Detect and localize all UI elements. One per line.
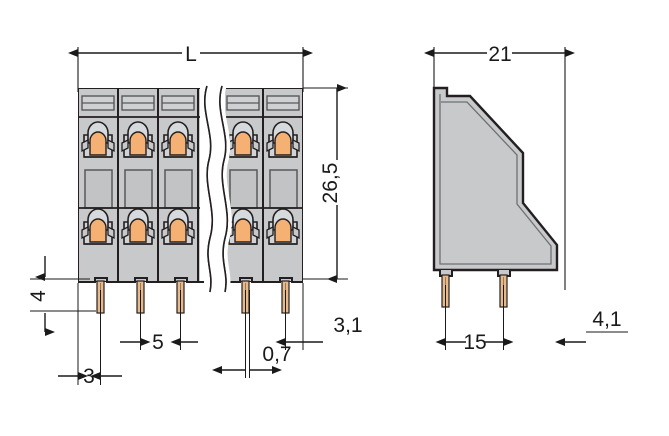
pole-separators-right [262, 88, 303, 282]
dimension-edge-to-pin: 3 [58, 365, 122, 388]
front-view: L [27, 43, 363, 388]
top-slot [81, 95, 115, 111]
clamp-unit [81, 208, 115, 245]
top-slot [226, 95, 260, 111]
pole-separators-left [117, 88, 199, 282]
dimension-pitch: 5 [120, 331, 198, 354]
clamp-unit-upper-row-left [81, 121, 195, 158]
dimension-pin-span: 15 [435, 331, 514, 354]
dimension-label-depth: 21 [488, 43, 511, 66]
clamp-unit [266, 121, 300, 158]
top-slot-row-left [81, 95, 195, 111]
clamp-unit-lower-row-left [81, 208, 195, 245]
clamp-unit [121, 121, 155, 158]
dimension-depth: 21 [424, 43, 575, 66]
front-bottom-extension-lines [77, 283, 304, 385]
dimension-rear-offset: 4,1 [555, 308, 628, 346]
front-left-pole-group [78, 88, 200, 282]
clamp-unit-lower-row-right [226, 208, 300, 245]
dimension-label-pin-to-edge: 3,1 [333, 314, 362, 337]
break-line [200, 84, 232, 293]
dimension-label-pin-thickness: 0,7 [262, 343, 291, 366]
middle-cavity-row-right [229, 169, 298, 209]
clamp-unit [161, 121, 195, 158]
clamp-unit [121, 208, 155, 245]
housing-bottom-edge [78, 277, 303, 283]
top-slot [121, 95, 155, 111]
dimension-label-pitch: 5 [152, 331, 164, 354]
dimension-overall-length: L [68, 43, 313, 66]
top-slot-row-right [226, 95, 300, 111]
dimension-label-length: L [185, 43, 197, 66]
dimension-pin-to-edge: 3,1 [275, 314, 363, 346]
dimension-pin-thickness: 0,7 [212, 343, 292, 374]
cavity-window [164, 169, 193, 209]
dimension-height: 26,5 [303, 84, 348, 283]
dimension-label-edge-to-pin: 3 [83, 365, 95, 388]
clamp-unit [161, 208, 195, 245]
dimension-pin-standoff: 4 [27, 256, 55, 336]
cavity-window [124, 169, 153, 209]
dimension-label-pin-span: 15 [463, 331, 486, 354]
side-view: 21 [424, 43, 628, 354]
top-slot [266, 95, 300, 111]
middle-cavity-row-left [84, 169, 193, 209]
cavity-window [229, 169, 258, 209]
cavity-window [269, 169, 298, 209]
cavity-window [84, 169, 113, 209]
side-extension-lines [433, 47, 566, 290]
top-slot [161, 95, 195, 111]
dimension-label-height: 26,5 [319, 163, 342, 204]
clamp-unit [266, 208, 300, 245]
front-right-pole-group [225, 88, 303, 282]
dimension-label-standoff: 4 [27, 290, 50, 302]
dimension-label-rear-offset: 4,1 [592, 308, 621, 331]
clamp-unit [81, 121, 115, 158]
